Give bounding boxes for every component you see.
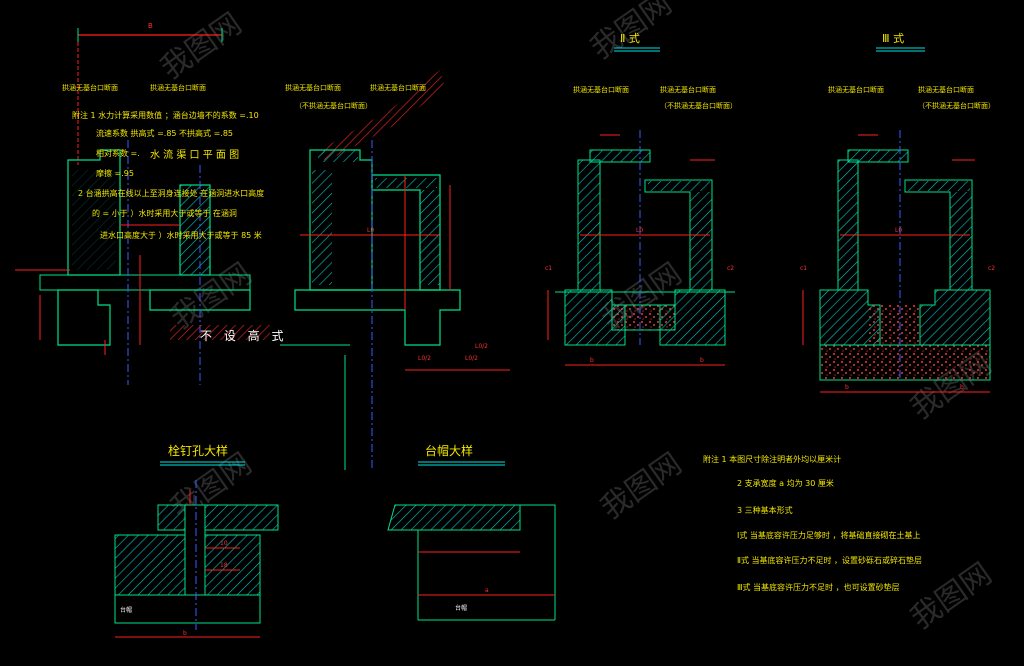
lower-note-2: 2 支承宽度 a 均为 30 厘米 xyxy=(737,478,834,488)
bolt-dim-10: 10 xyxy=(220,540,228,547)
dim-L0-ii: L0 xyxy=(636,227,643,234)
dim-L0-top: L0 xyxy=(367,227,374,234)
cap-detail: 台帽大样 a 台帽 xyxy=(387,443,556,621)
bolt-dim-18: 18 xyxy=(220,562,228,569)
svg-text:我图网: 我图网 xyxy=(595,446,689,526)
note-line-1: 附注 1 水力计算采用数值 ；涵台边墙不的系数 =.10 xyxy=(72,110,259,120)
note-line-7: 进水口高度大于 ）水时采用大于或等于 85 米 xyxy=(100,230,262,240)
svg-text:我图网: 我图网 xyxy=(165,256,259,336)
label-a3: （不拱涵无基台口断面） xyxy=(295,101,372,110)
type-iii-title: Ⅲ 式 xyxy=(882,32,904,45)
lower-note-3: 3 三种基本形式 xyxy=(737,505,793,515)
svg-text:我图网: 我图网 xyxy=(905,556,999,636)
section-type-i: B xyxy=(15,22,445,385)
section-type-i-right: L0/2 L0/2 L0/2 L0 xyxy=(280,140,510,470)
upper-notes: 附注 1 水力计算采用数值 ；涵台边墙不的系数 =.10 流速系数 拱高式 =.… xyxy=(72,110,264,240)
no-cap-title: 不 设 高 式 xyxy=(200,328,287,343)
dim-c2-ii: c2 xyxy=(727,265,734,272)
dim-b-iii-a: b xyxy=(845,384,849,391)
label-a2: 拱涵无基台口断面 xyxy=(150,83,206,92)
lower-note-1: 附注 1 本图尺寸除注明者外均以厘米计 xyxy=(703,454,841,464)
bolt-detail-title: 栓钉孔大样 xyxy=(168,443,228,458)
note-line-5: 2 台涵拱高在线以上至洞身连接处 在涵洞进水口高度 xyxy=(78,188,264,198)
label-a1: 拱涵无基台口断面 xyxy=(62,83,118,92)
label-c2: （不拱涵无基台口断面） xyxy=(918,101,995,110)
note-line-2: 流速系数 拱高式 =.85 不拱高式 =.85 xyxy=(96,128,233,138)
lower-note-4: Ⅰ式 当基底容许压力足够时 ，将基础直接砌在土基上 xyxy=(737,530,920,540)
cap-tm-label: 台帽 xyxy=(455,604,467,612)
dim-L0-2-a: L0/2 xyxy=(418,355,431,362)
label-c1: 拱涵无基台口断面 xyxy=(828,85,884,94)
cap-detail-title: 台帽大样 xyxy=(425,443,473,458)
cap-dim-a: a xyxy=(485,587,489,594)
section-type-iii: Ⅲ 式 拱涵无基台口断面 拱涵无基台口断面 （不拱涵无基台口断面） L0 b b… xyxy=(800,32,995,393)
lower-note-5: Ⅱ式 当基底容许压力不足时 ，设置砂砾石或碎石垫层 xyxy=(737,555,922,565)
label-d1: 拱涵无基台口断面 xyxy=(285,83,341,92)
note-line-3: 相对系数 =. xyxy=(96,148,140,158)
label-c-mid: 拱涵无基台口断面 xyxy=(918,85,974,94)
dim-L0-2-b: L0/2 xyxy=(465,355,478,362)
dim-b-ii-b: b xyxy=(700,357,704,364)
note-line-4: 摩擦 =.95 xyxy=(96,168,134,178)
dim-L0-2-c: L0/2 xyxy=(475,343,488,350)
label-c1b: 拱涵无基台口断面 xyxy=(370,83,426,92)
section-type-ii: Ⅱ 式 拱涵无基台口断面 拱涵无基台口断面 （不拱涵无基台口断面） L0 b b… xyxy=(545,32,737,366)
bolt-hole-detail: 栓钉孔大样 台帽 b 10 18 xyxy=(114,443,279,638)
dim-L0-iii: L0 xyxy=(895,227,902,234)
lower-notes: 附注 1 本图尺寸除注明者外均以厘米计 2 支承宽度 a 均为 30 厘米 3 … xyxy=(703,454,922,592)
dim-b-iii-b: b xyxy=(960,384,964,391)
label-b2: （不拱涵无基台口断面） xyxy=(660,101,737,110)
bolt-dim-b: b xyxy=(183,630,187,637)
dim-b-ii-a: b xyxy=(590,357,594,364)
type-ii-title: Ⅱ 式 xyxy=(620,32,640,45)
note-line-6: 的 = 小于 ）水时采用大于或等于 在涵洞 xyxy=(92,208,237,218)
dim-c1-iii: c1 xyxy=(800,265,807,272)
plan-title: 水 流 渠 口 平 面 图 xyxy=(150,148,239,161)
lower-note-6: Ⅲ式 当基底容许压力不足时 ，也可设置砂垫层 xyxy=(737,582,900,592)
svg-text:我图网: 我图网 xyxy=(155,6,249,86)
dim-c2-iii: c2 xyxy=(988,265,995,272)
dim-c1-ii: c1 xyxy=(545,265,552,272)
bolt-tm-label: 台帽 xyxy=(120,606,132,614)
label-b-mid: 拱涵无基台口断面 xyxy=(660,85,716,94)
dim-B: B xyxy=(148,22,153,30)
label-b1: 拱涵无基台口断面 xyxy=(573,85,629,94)
